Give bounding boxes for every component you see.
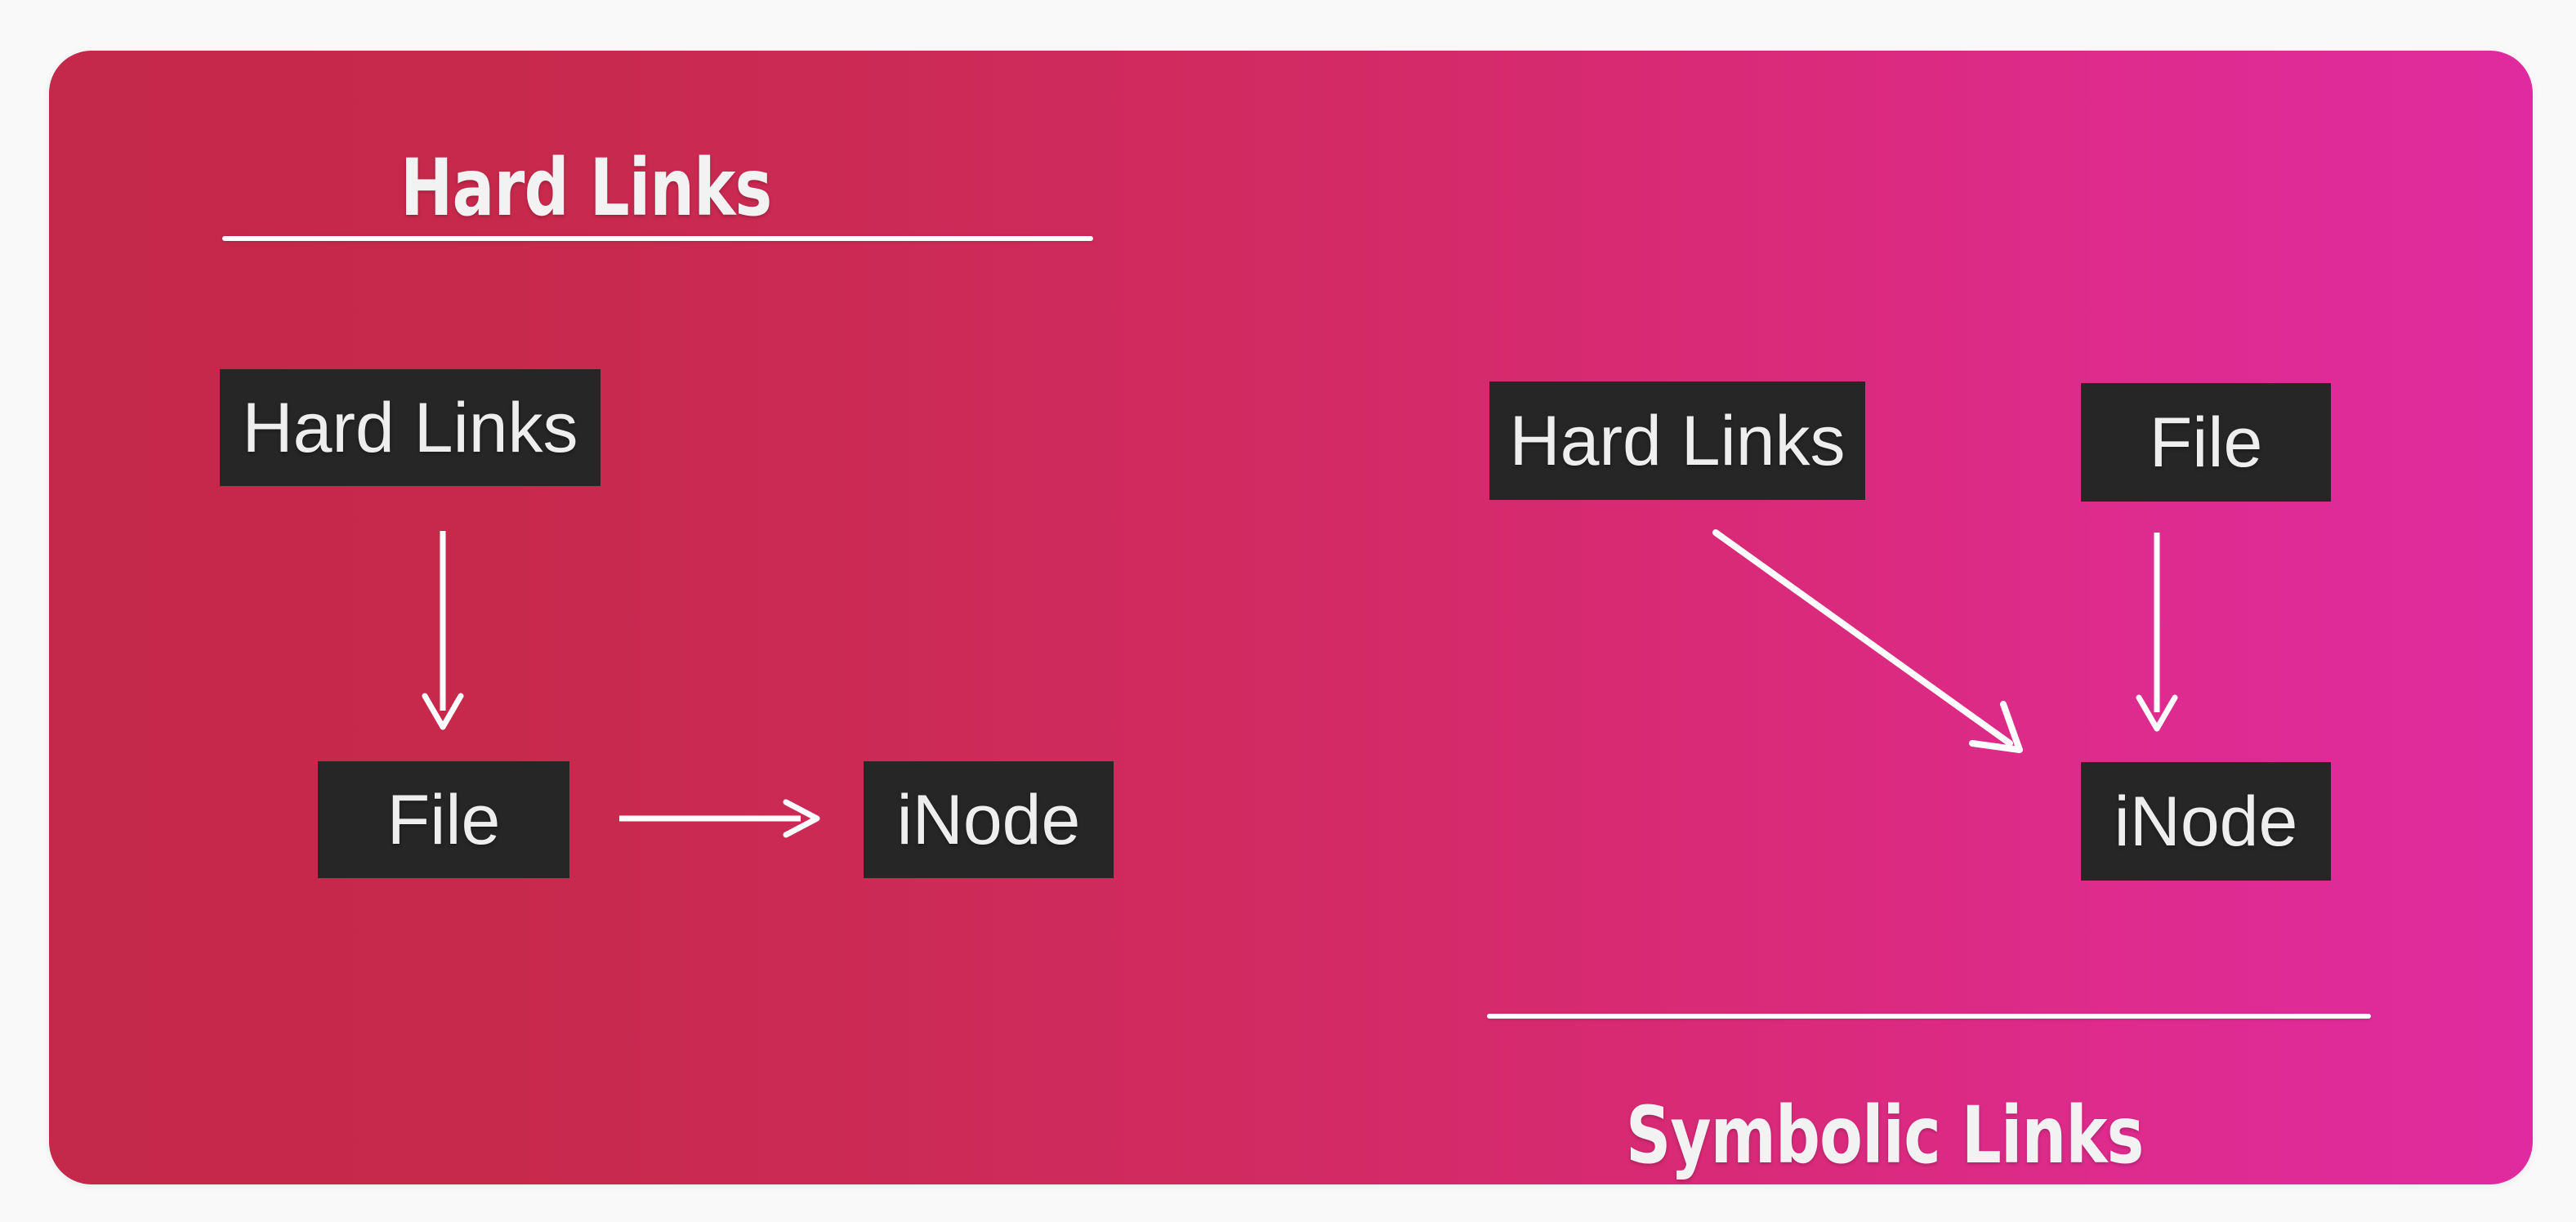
node-hard-links-left: Hard Links — [220, 369, 600, 486]
node-file-left: File — [318, 761, 569, 878]
hard-links-heading: Hard Links — [400, 142, 772, 234]
arrow-hardlinks-to-file-left — [422, 531, 464, 730]
symbolic-links-heading-underline — [1487, 1014, 2371, 1019]
node-inode-right: iNode — [2081, 762, 2331, 881]
arrow-file-to-inode-left — [619, 799, 820, 838]
diagram-card: Hard Links Hard Links File iNode Hard Li… — [49, 51, 2533, 1184]
hard-links-heading-underline — [222, 236, 1093, 241]
node-file-right: File — [2081, 383, 2331, 502]
node-hard-links-right: Hard Links — [1489, 381, 1865, 500]
arrow-file-to-inode-right — [2136, 533, 2178, 732]
node-inode-left: iNode — [864, 761, 1114, 878]
symbolic-links-heading: Symbolic Links — [1626, 1090, 2144, 1181]
arrow-hardlinks-to-inode-right — [1712, 529, 2023, 753]
